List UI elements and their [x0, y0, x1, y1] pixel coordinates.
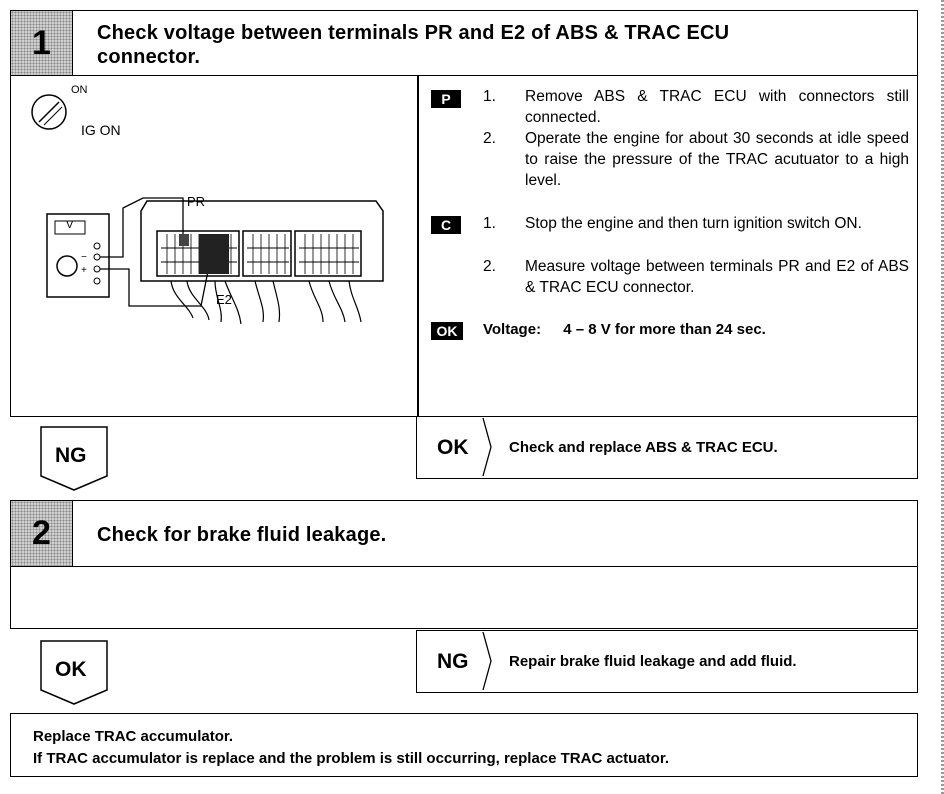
wiring-diagram: + − [11, 76, 417, 416]
step1-title-line1: Check voltage between terminals PR and E… [97, 22, 730, 44]
svg-text:−: − [81, 252, 87, 263]
check-badge: C [431, 216, 461, 234]
branch1-ng-label: NG [55, 444, 87, 467]
step1-title: Check voltage between terminals PR and E… [97, 21, 729, 69]
step1-instructions: P 1. Remove ABS & TRAC ECU with connecto… [429, 76, 915, 416]
right-arrow-tag-icon [482, 631, 492, 691]
final-line2: If TRAC accumulator is replace and the p… [33, 750, 669, 767]
right-arrow-tag-icon [482, 417, 492, 477]
step2-title: Check for brake fluid leakage. [97, 524, 387, 546]
branch2-ok-tag: OK [40, 640, 108, 706]
ok-badge: OK [431, 322, 463, 340]
terminal-e2-label: E2 [216, 292, 232, 307]
step2-header: 2 Check for brake fluid leakage. [10, 500, 918, 568]
branch1-ok-label: OK [437, 436, 469, 459]
down-arrow-tag-icon [40, 426, 108, 491]
ignition-switch-icon [31, 94, 67, 130]
step1-header: 1 Check voltage between terminals PR and… [10, 10, 918, 77]
page-edge [941, 0, 944, 794]
step1-body: + − [10, 75, 918, 417]
branch2-ok-label: OK [55, 658, 87, 681]
prep-badge: P [431, 90, 461, 108]
branch1-ok-action: Check and replace ABS & TRAC ECU. [509, 439, 778, 456]
ok-spec-label: Voltage: [483, 321, 542, 338]
voltmeter-icon: + − [46, 213, 110, 298]
step1-title-line2: connector. [97, 46, 201, 68]
wire-harness [170, 280, 362, 325]
final-line1: Replace TRAC accumulator. [33, 728, 234, 745]
step2-body [10, 566, 918, 629]
branch2-ng-label: NG [437, 650, 469, 673]
branch2-ng-box: NG Repair brake fluid leakage and add fl… [416, 630, 918, 693]
probe-leads [100, 197, 210, 307]
switch-ig-on-label: IG ON [81, 122, 121, 138]
step1-number: 1 [11, 11, 73, 75]
terminal-pr-label: PR [187, 194, 206, 209]
step1-divider [417, 76, 419, 416]
step2-number: 2 [11, 501, 73, 566]
branch1-ok-box: OK Check and replace ABS & TRAC ECU. [416, 416, 918, 479]
wiring-diagram-svg: + − [31, 94, 384, 325]
final-action-box: Replace TRAC accumulator. If TRAC accumu… [10, 713, 918, 777]
svg-text:+: + [81, 265, 87, 276]
ok-spec: Voltage: 4 – 8 V for more than 24 sec. [483, 321, 766, 338]
voltmeter-label: V [66, 219, 74, 231]
down-arrow-tag-icon [40, 640, 108, 705]
ecu-icon [140, 200, 384, 282]
switch-on-label: ON [71, 84, 88, 96]
branch2-ng-action: Repair brake fluid leakage and add fluid… [509, 653, 797, 670]
ok-spec-value: 4 – 8 V for more than 24 sec. [563, 321, 766, 338]
branch1-ng-tag: NG [40, 426, 108, 492]
